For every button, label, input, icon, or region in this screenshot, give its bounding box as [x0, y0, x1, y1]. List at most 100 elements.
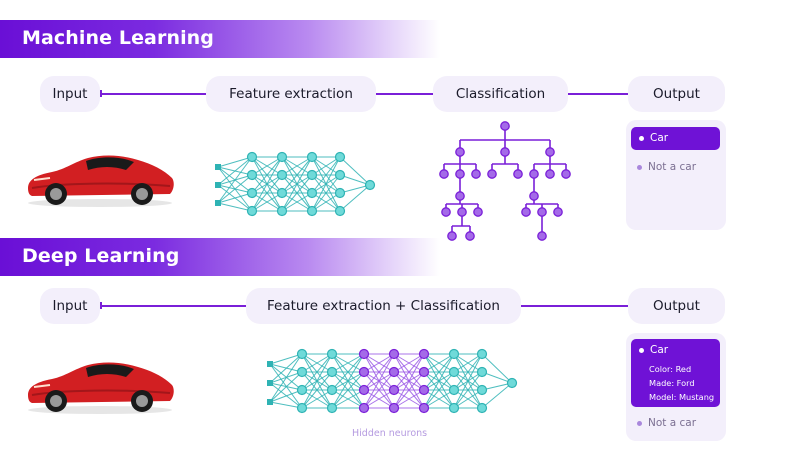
- ml-step-classification: Classification: [433, 76, 568, 112]
- neuron-node: [506, 377, 518, 389]
- dl-section-banner: Deep Learning: [0, 238, 440, 276]
- dl-step-output: Output: [628, 288, 725, 324]
- neuron-node: [448, 366, 460, 378]
- neuron-node: [246, 151, 258, 163]
- tree-node: [457, 207, 467, 217]
- neuron-node: [418, 402, 430, 414]
- dl-section-title: Deep Learning: [22, 245, 180, 267]
- tree-node: [500, 121, 510, 131]
- bullet-icon: [639, 136, 644, 141]
- neuron-node: [334, 187, 346, 199]
- input-node: [267, 380, 273, 386]
- neural-network-ml: [215, 151, 376, 217]
- ml-step-classification-label: Classification: [455, 86, 546, 102]
- tree-node: [465, 231, 475, 241]
- input-node: [215, 200, 221, 206]
- neuron-node: [276, 205, 288, 217]
- dl-step-input-label: Input: [52, 298, 88, 314]
- neuron-node: [388, 384, 400, 396]
- dl-output-car-label: Car: [650, 344, 669, 356]
- dl-step-feature-classification-label: Feature extraction + Classification: [267, 298, 500, 314]
- neuron-node: [296, 402, 308, 414]
- tree-node: [521, 207, 531, 217]
- neuron-node: [418, 384, 430, 396]
- ml-output-not-car-label: Not a car: [648, 161, 697, 173]
- ml-step-input: Input: [40, 76, 100, 112]
- hidden-neurons-caption: Hidden neurons: [352, 428, 428, 439]
- neuron-node: [358, 384, 370, 396]
- neuron-node: [418, 366, 430, 378]
- input-node: [215, 164, 221, 170]
- neuron-node: [306, 205, 318, 217]
- ml-section-title: Machine Learning: [22, 27, 215, 49]
- neuron-node: [334, 151, 346, 163]
- tree-node: [439, 169, 449, 179]
- decision-tree-icon: [439, 121, 571, 241]
- neuron-node: [246, 205, 258, 217]
- ml-output-car-option: Car: [631, 127, 720, 150]
- ml-step-input-label: Input: [52, 86, 88, 102]
- input-node: [267, 361, 273, 367]
- dl-output-detail-color: Color: Red: [649, 364, 692, 374]
- ml-step-feature-extraction-label: Feature extraction: [229, 86, 353, 102]
- dl-output-not-car-option: Not a car: [637, 417, 696, 429]
- neuron-node: [296, 366, 308, 378]
- neuron-node: [306, 151, 318, 163]
- neuron-node: [306, 169, 318, 181]
- dl-output-car-option: Car Color: Red Made: Ford Model: Mustang: [631, 339, 720, 407]
- neuron-node: [276, 169, 288, 181]
- neuron-node: [334, 205, 346, 217]
- dl-output-detail-make: Made: Ford: [649, 378, 695, 388]
- neuron-node: [326, 402, 338, 414]
- neuron-node: [448, 384, 460, 396]
- neuron-node: [326, 366, 338, 378]
- neuron-node: [326, 384, 338, 396]
- tree-node: [537, 207, 547, 217]
- neuron-node: [246, 187, 258, 199]
- neuron-node: [358, 402, 370, 414]
- neuron-node: [334, 169, 346, 181]
- tree-node: [529, 169, 539, 179]
- neuron-node: [448, 348, 460, 360]
- neuron-node: [476, 348, 488, 360]
- tree-node: [447, 231, 457, 241]
- ml-step-output-label: Output: [653, 86, 700, 102]
- neuron-node: [296, 384, 308, 396]
- car-illustration-dl: [28, 362, 174, 414]
- neuron-node: [358, 348, 370, 360]
- neuron-node: [364, 179, 376, 191]
- input-node: [215, 182, 221, 188]
- ml-output-car-label: Car: [650, 132, 669, 144]
- ml-step-feature-extraction: Feature extraction: [206, 76, 376, 112]
- bullet-icon: [637, 420, 642, 426]
- input-node: [267, 399, 273, 405]
- neuron-node: [388, 366, 400, 378]
- neuron-node: [476, 384, 488, 396]
- neuron-node: [388, 402, 400, 414]
- tree-node: [529, 191, 539, 201]
- neuron-node: [276, 151, 288, 163]
- tree-node: [545, 169, 555, 179]
- tree-node: [455, 147, 465, 157]
- tree-node: [553, 207, 563, 217]
- dl-step-input: Input: [40, 288, 100, 324]
- neuron-node: [276, 187, 288, 199]
- neuron-node: [296, 348, 308, 360]
- neuron-node: [418, 348, 430, 360]
- tree-node: [537, 231, 547, 241]
- neuron-node: [306, 187, 318, 199]
- bullet-icon: [639, 348, 644, 353]
- dl-step-output-label: Output: [653, 298, 700, 314]
- tree-node: [545, 147, 555, 157]
- neuron-node: [246, 169, 258, 181]
- neuron-node: [326, 348, 338, 360]
- tree-node: [561, 169, 571, 179]
- tree-node: [473, 207, 483, 217]
- bullet-icon: [637, 164, 642, 170]
- tree-node: [513, 169, 523, 179]
- neuron-node: [388, 348, 400, 360]
- dl-step-feature-classification: Feature extraction + Classification: [246, 288, 521, 324]
- ml-section-banner: Machine Learning: [0, 20, 440, 58]
- tree-node: [487, 169, 497, 179]
- dl-output-detail-model: Model: Mustang: [649, 392, 715, 402]
